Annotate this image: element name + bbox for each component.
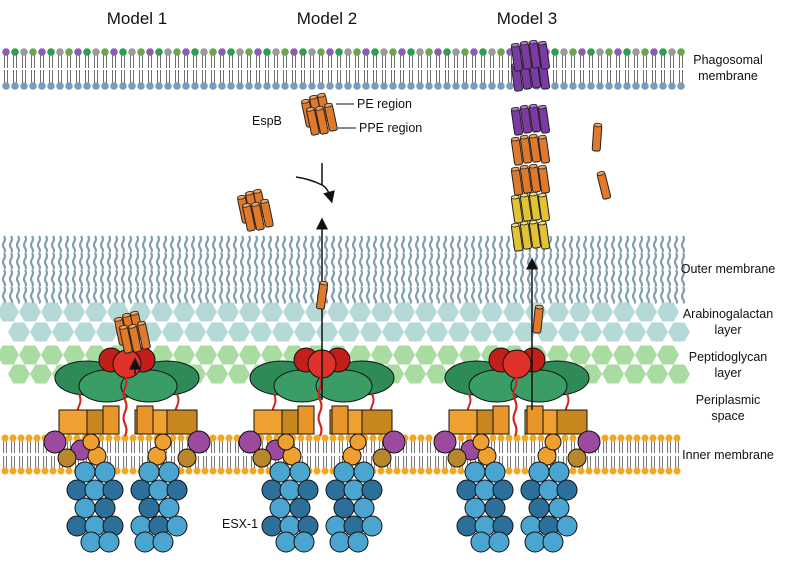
espb-stack-model-3 [511, 40, 550, 252]
branch-arrows-model-2 [295, 163, 331, 199]
ppe-region-label: PPE region [359, 121, 422, 135]
phagosomal-membrane-label-1: Phagosomal [693, 53, 763, 67]
arabinogalactan-label-2: layer [714, 323, 741, 337]
model-2-title: Model 2 [297, 9, 357, 28]
phagosomal-membrane-label-2: membrane [698, 69, 758, 83]
espb-bundle-top-model-2 [301, 93, 338, 136]
espb-free-helices-model-3 [591, 122, 612, 201]
outer-membrane-label: Outer membrane [681, 262, 776, 276]
espb-label: EspB [252, 114, 282, 128]
phagosomal-membrane [2, 48, 685, 90]
outer-membrane [1, 235, 686, 304]
espb-monomer-model-2 [315, 280, 329, 310]
peptidoglycan-label-1: Peptidoglycan [689, 350, 768, 364]
peptidoglycan-label-2: layer [714, 366, 741, 380]
esx1-label: ESX-1 [222, 517, 258, 531]
arabinogalactan-label-1: Arabinogalactan [683, 307, 773, 321]
pe-region-label: PE region [357, 97, 412, 111]
arabinogalactan-layer [0, 302, 690, 342]
model-1-title: Model 1 [107, 9, 167, 28]
inner-membrane-label: Inner membrane [682, 448, 774, 462]
espb-bundle-floating-model-2 [237, 189, 274, 232]
periplasmic-label-2: space [711, 409, 744, 423]
esx1-complex-model-1 [42, 346, 212, 554]
model-3-title: Model 3 [497, 9, 557, 28]
periplasmic-label-1: Periplasmic [696, 393, 761, 407]
esx1-complex-model-3 [432, 346, 602, 554]
